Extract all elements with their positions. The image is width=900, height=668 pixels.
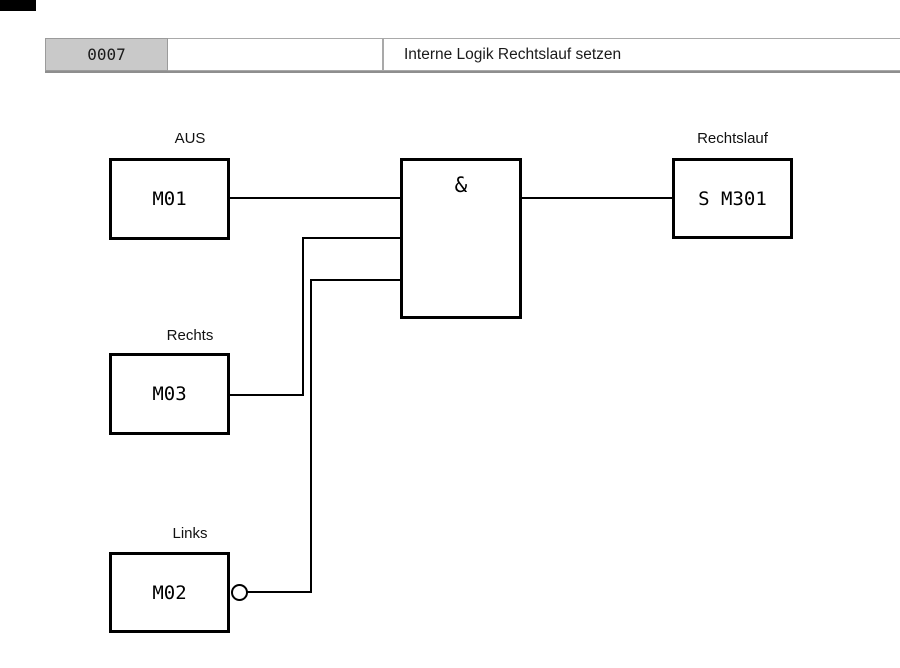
output-operand-block[interactable]: S M301 bbox=[672, 158, 793, 239]
wire-input2-vertical bbox=[302, 237, 304, 396]
top-left-black-bar bbox=[0, 0, 36, 11]
wire-input1-horizontal bbox=[230, 197, 400, 199]
network-title-cell: Interne Logik Rechtslauf setzen bbox=[383, 38, 900, 71]
input1-label: AUS bbox=[174, 130, 206, 147]
input3-label: Links bbox=[172, 525, 208, 542]
input2-operand-block[interactable]: M03 bbox=[109, 353, 230, 435]
wire-input3-horizontal-to-gate bbox=[310, 279, 400, 281]
network-header: 0007 Interne Logik Rechtslauf setzen bbox=[45, 38, 900, 73]
wire-input3-horizontal-from-block bbox=[247, 591, 312, 593]
and-gate-block[interactable]: & bbox=[400, 158, 522, 319]
wire-input3-vertical bbox=[310, 279, 312, 593]
output-label: Rechtslauf bbox=[697, 130, 768, 147]
input1-operand-block[interactable]: M01 bbox=[109, 158, 230, 240]
network-number-cell: 0007 bbox=[45, 38, 168, 71]
input2-label: Rechts bbox=[166, 327, 214, 344]
wire-output-horizontal bbox=[522, 197, 672, 199]
input3-operand-block[interactable]: M02 bbox=[109, 552, 230, 633]
negation-circle-icon bbox=[231, 584, 248, 601]
network-comment-cell bbox=[168, 38, 383, 71]
wire-input2-horizontal-to-gate bbox=[302, 237, 400, 239]
wire-input2-horizontal-from-block bbox=[230, 394, 304, 396]
